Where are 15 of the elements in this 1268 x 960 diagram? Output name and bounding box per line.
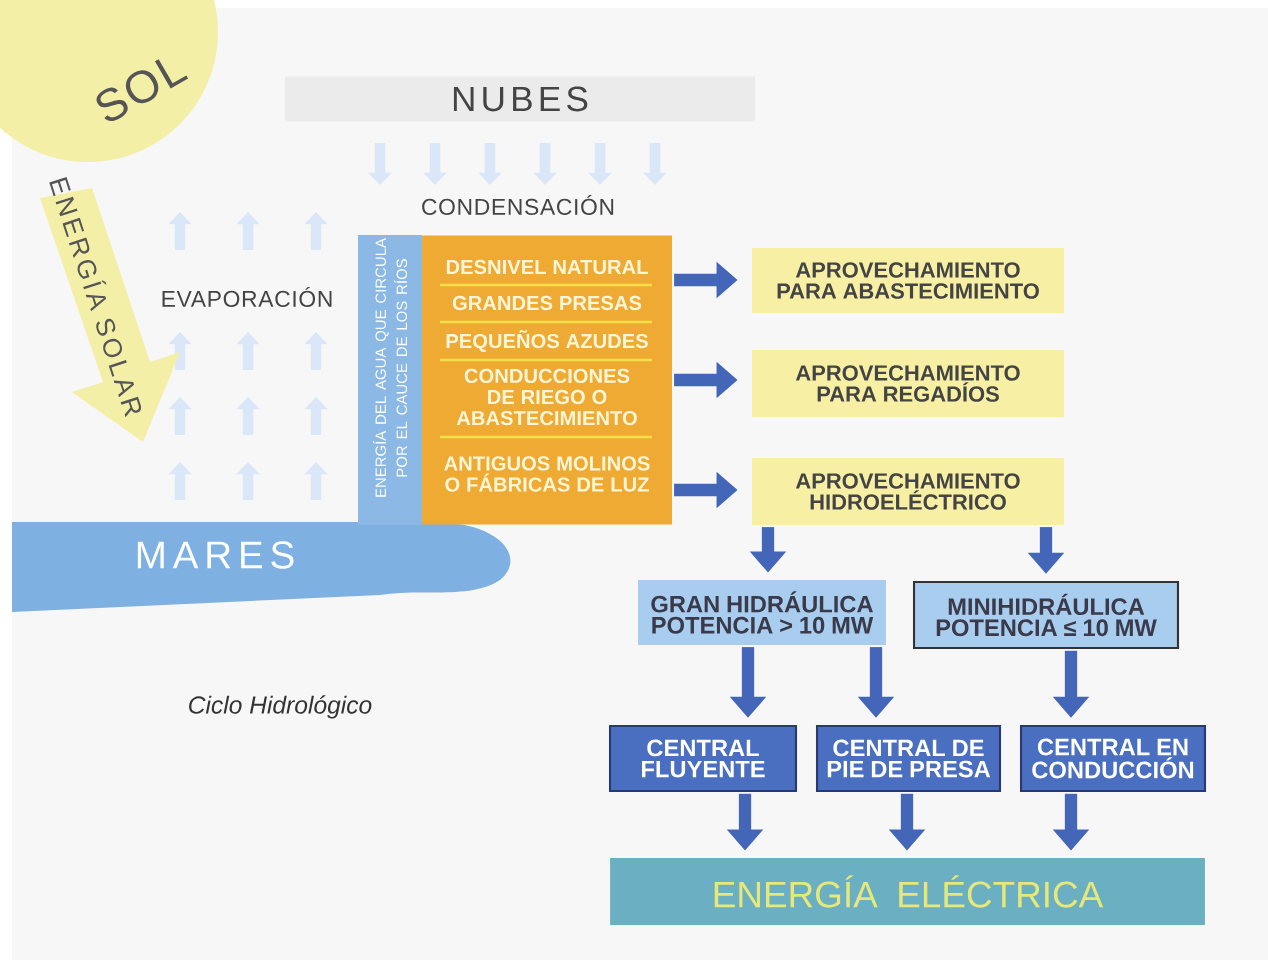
process-label: CONDENSACIÓN xyxy=(422,195,614,215)
plant-box: CENTRAL FLUYENTE xyxy=(608,724,798,793)
result-box: APROVECHAMIENTO HIDROELÉCTRICO xyxy=(752,458,1064,525)
output-box: ENERGÍA ELÉCTRICA xyxy=(610,858,1205,925)
river-band: ENERGÍA DEL AGUA QUE CIRCULA POR EL CAUCE DE LOS RÍOS xyxy=(358,235,422,525)
caption: Ciclo Hidrológico xyxy=(189,695,372,719)
source-panel: DESNIVEL NATURAL GRANDES PRESAS PEQUEÑOS AZUDES CONDUCCIONES DE RIEGO O ABASTECIMIENTO ANTIGUOS MOLINOS O FÁBRICAS DE LUZ xyxy=(422,235,672,525)
result-box: APROVECHAMIENTO PARA REGADÍOS xyxy=(752,350,1064,417)
result-box: APROVECHAMIENTO PARA ABASTECIMIENTO xyxy=(752,248,1064,313)
cloud-band: NUBES xyxy=(285,76,755,122)
plant-box: CENTRAL DE PIE DE PRESA xyxy=(815,724,1002,793)
plant-box: CENTRAL EN CONDUCCIÓN xyxy=(1019,724,1207,793)
category-box: GRAN HIDRÁULICA POTENCIA > 10 MW xyxy=(638,580,886,645)
process-label: EVAPORACIÓN xyxy=(162,287,332,307)
category-box: MINIHIDRÁULICA POTENCIA ≤ 10 MW xyxy=(912,580,1180,650)
